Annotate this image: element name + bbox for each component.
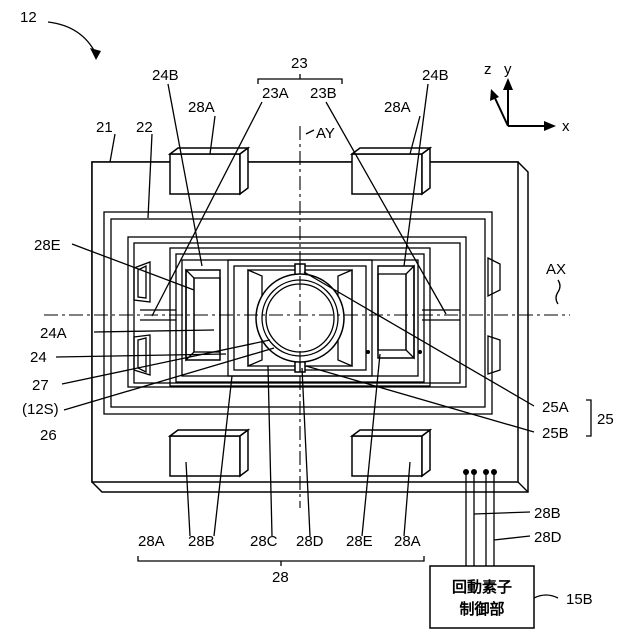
figure-arrowhead <box>90 48 101 60</box>
figure-arrow <box>48 22 96 54</box>
axis-x-label: x <box>562 118 570 135</box>
figure-number: 12 <box>20 9 37 26</box>
label-28B: 28B <box>188 533 215 550</box>
label-28: 28 <box>272 569 289 586</box>
label-12S: (12S) <box>22 401 59 418</box>
bracket-23 <box>258 79 342 84</box>
label-25: 25 <box>597 411 614 428</box>
axis-z-label: z <box>484 61 492 78</box>
controller-line2: 制御部 <box>459 600 504 618</box>
label-28A-top-left: 28A <box>188 99 215 116</box>
label-28D-wire: 28D <box>534 529 562 546</box>
label-28B-wire: 28B <box>534 505 561 522</box>
label-24A: 24A <box>40 325 67 342</box>
label-25B: 25B <box>542 425 569 442</box>
label-24B-right: 24B <box>422 67 449 84</box>
label-24: 24 <box>30 349 47 366</box>
label-24B-left: 24B <box>152 67 179 84</box>
label-28C: 28C <box>250 533 278 550</box>
label-23B: 23B <box>310 85 337 102</box>
bracket-25 <box>586 400 591 436</box>
label-28A-bottom-left: 28A <box>138 533 165 550</box>
label-21: 21 <box>96 119 113 136</box>
label-AY: AY <box>316 125 335 142</box>
label-28E-bottom: 28E <box>346 533 373 550</box>
label-23A: 23A <box>262 85 289 102</box>
label-27: 27 <box>32 377 49 394</box>
label-23: 23 <box>291 55 308 72</box>
magnet-28A-bottom-left <box>170 430 248 476</box>
bracket-28 <box>138 556 424 561</box>
magnet-28A-bottom-right <box>352 430 430 476</box>
AX-squiggle <box>556 280 560 304</box>
label-28A-top-right: 28A <box>384 99 411 116</box>
controller-box-15B: 回動素子 制御部 <box>430 566 558 628</box>
label-AX: AX <box>546 261 566 278</box>
axis-y-label: y <box>504 61 512 78</box>
label-22: 22 <box>136 119 153 136</box>
AY-tick <box>306 130 314 134</box>
controller-line1: 回動素子 <box>452 578 512 596</box>
label-28D: 28D <box>296 533 324 550</box>
label-28A-bottom-right: 28A <box>394 533 421 550</box>
label-28E-left: 28E <box>34 237 61 254</box>
label-15B: 15B <box>566 591 593 608</box>
coordinate-axes: z y x <box>484 61 570 135</box>
label-26: 26 <box>40 427 57 444</box>
label-25A: 25A <box>542 399 569 416</box>
